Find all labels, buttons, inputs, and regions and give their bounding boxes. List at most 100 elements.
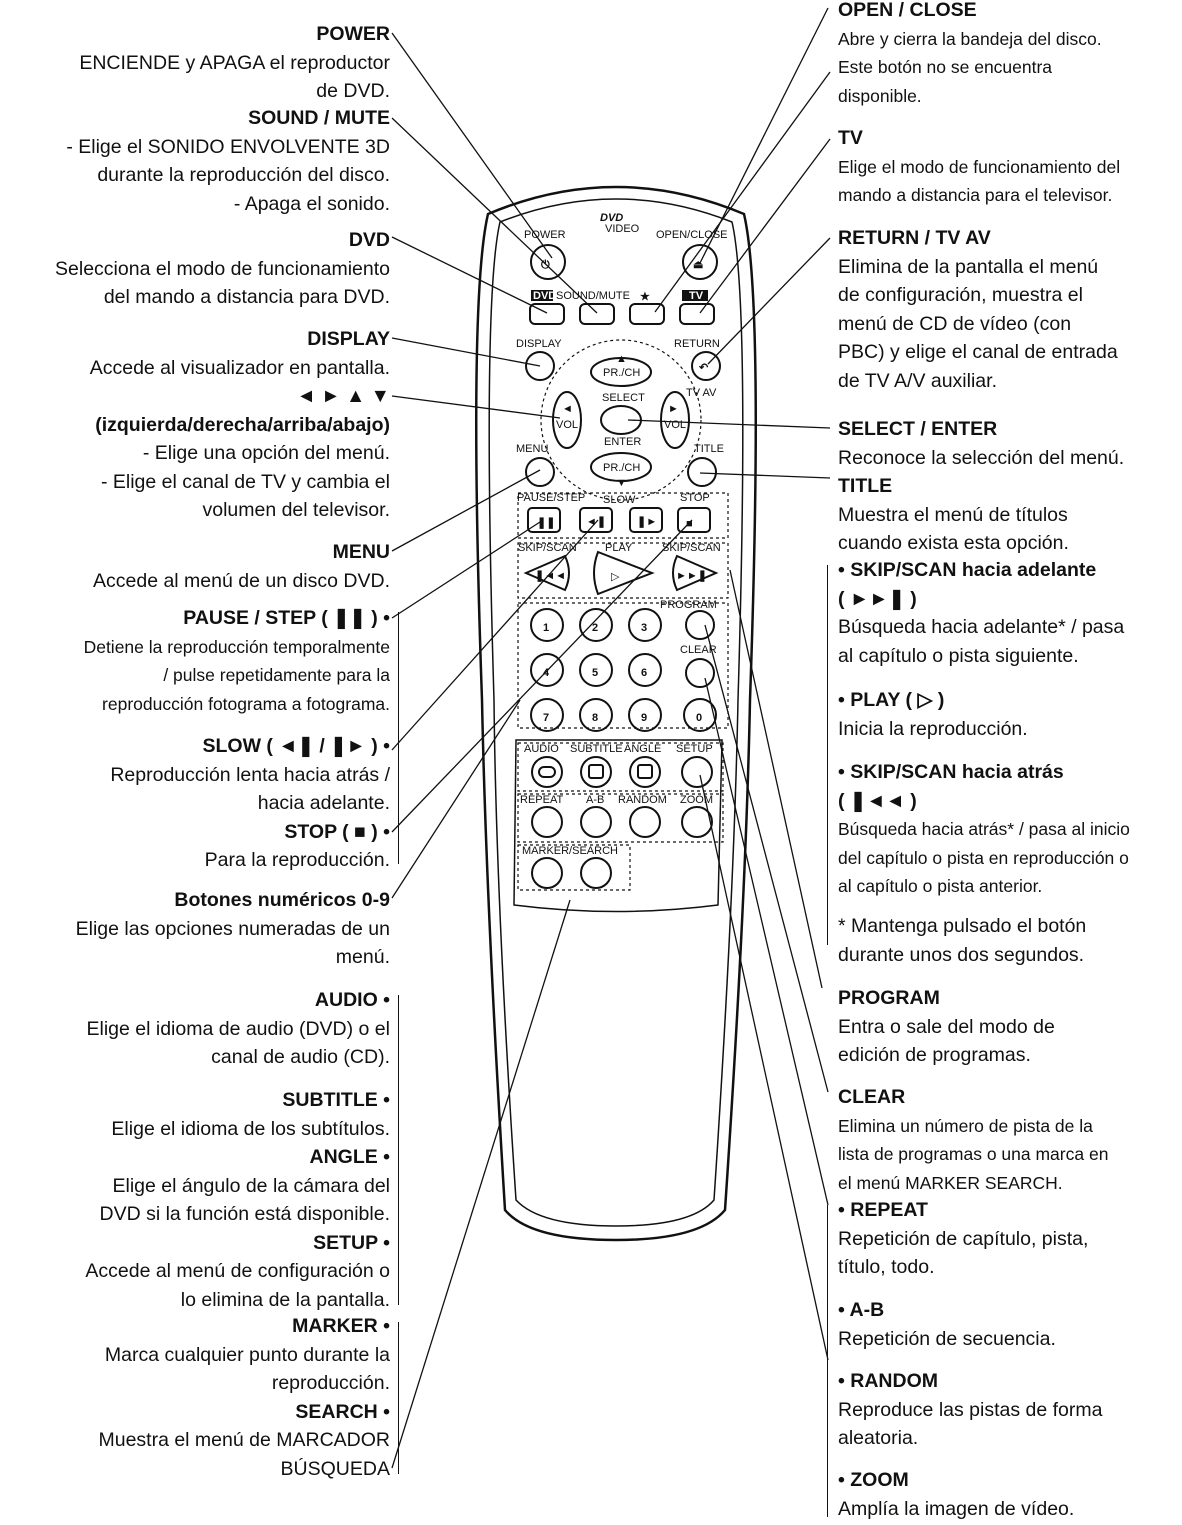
- annotation-line: disponible.: [838, 85, 922, 106]
- annotation-line: Elige el idioma de los subtítulos.: [111, 1117, 390, 1140]
- annotation-line: Elimina un número de pista de la: [838, 1115, 1093, 1136]
- slow-back-button[interactable]: [579, 507, 613, 533]
- left-button[interactable]: [552, 391, 582, 449]
- annotation-note: * Mantenga pulsado el botón durante unos…: [838, 912, 1086, 969]
- digit-9-button[interactable]: [628, 698, 662, 732]
- star-button[interactable]: [629, 303, 665, 325]
- annotation-line: Muestra el menú de títulos: [838, 503, 1068, 526]
- repeat-button[interactable]: [531, 806, 563, 838]
- annotation-line: - Elige una opción del menú.: [142, 442, 390, 464]
- digit-9-label: 9: [641, 712, 647, 724]
- annotation-line: Para la reproducción.: [204, 849, 390, 871]
- label-skip-back: SKIP/SCAN: [518, 542, 577, 554]
- annotation-line: Detiene la reproducción temporalmente: [83, 636, 390, 657]
- annotation-line: del mando a distancia para DVD.: [103, 286, 390, 308]
- lower-panel: [513, 739, 723, 913]
- digit-4-button[interactable]: [530, 653, 564, 687]
- digit-2-label: 2: [592, 622, 598, 634]
- display-button[interactable]: [525, 351, 555, 381]
- digit-6-button[interactable]: [628, 653, 662, 687]
- digit-5-button[interactable]: [579, 653, 613, 687]
- dvd-button[interactable]: [529, 303, 565, 325]
- digit-8-button[interactable]: [579, 698, 613, 732]
- annotation-title: AUDIO •: [314, 989, 390, 1011]
- a-b-button[interactable]: [580, 806, 612, 838]
- menu-button[interactable]: [525, 457, 555, 487]
- angle-button[interactable]: [629, 756, 661, 788]
- annotation-line: Marca cualquier punto durante la: [104, 1343, 390, 1366]
- annotation-a-b: • A-B Repetición de secuencia.: [838, 1296, 1056, 1353]
- leader-search: [391, 899, 571, 1469]
- label-random: RANDOM: [618, 794, 667, 806]
- open-close-button[interactable]: [682, 244, 718, 280]
- annotation-repeat: • REPEAT Repetición de capítulo, pista, …: [838, 1196, 1088, 1282]
- annotation-line: - Elige el SONIDO ENVOLVENTE 3D: [66, 135, 390, 158]
- skip-back-button[interactable]: [523, 554, 570, 592]
- digit-2-button[interactable]: [579, 608, 613, 642]
- digit-0-button[interactable]: [683, 698, 717, 732]
- label-clear: CLEAR: [680, 644, 717, 656]
- annotation-line: Inicia la reproducción.: [838, 717, 1028, 740]
- digit-1-button[interactable]: [530, 608, 564, 642]
- return-button[interactable]: [691, 351, 721, 381]
- label-prch-down: PR./CH: [603, 462, 640, 474]
- program-button[interactable]: [685, 610, 715, 640]
- skip-group: [517, 542, 729, 599]
- annotation-numeric: Botones numéricos 0-9 Elige las opciones…: [76, 886, 390, 972]
- label-vol-left: VOL: [556, 419, 578, 431]
- play-button[interactable]: [593, 550, 655, 596]
- annotation-line: durante unos dos segundos.: [838, 943, 1085, 966]
- label-a-b: A-B: [586, 794, 604, 806]
- setup-button[interactable]: [681, 756, 713, 788]
- label-marker-search: MARKER/SEARCH: [522, 845, 618, 857]
- annotation-line: / pulse repetidamente para la: [163, 665, 390, 685]
- label-enter: ENTER: [604, 436, 641, 448]
- select-enter-button[interactable]: [600, 405, 642, 435]
- digit-8-label: 8: [592, 712, 598, 724]
- random-button[interactable]: [629, 806, 661, 838]
- annotation-skip-forward: • SKIP/SCAN hacia adelante ( ►►❚ ) Búsqu…: [838, 556, 1124, 670]
- leader-star: [654, 71, 831, 313]
- annotation-sound-mute: SOUND / MUTE - Elige el SONIDO ENVOLVENT…: [66, 104, 390, 218]
- zoom-button[interactable]: [681, 806, 713, 838]
- digit-3-button[interactable]: [628, 608, 662, 642]
- subtitle-button[interactable]: [580, 756, 612, 788]
- title-button[interactable]: [687, 457, 717, 487]
- slow-back-icon: ◄❚: [586, 516, 606, 528]
- annotation-title: TV: [838, 127, 863, 149]
- down-button[interactable]: [590, 452, 652, 482]
- skip-forward-button[interactable]: [672, 554, 719, 592]
- label-sound-mute: SOUND/MUTE: [556, 290, 630, 302]
- clear-button[interactable]: [685, 658, 715, 688]
- audio-button[interactable]: [531, 756, 563, 788]
- numeric-buttons: [530, 608, 717, 732]
- right-button[interactable]: [660, 391, 690, 449]
- annotation-title: PAUSE / STEP ( ❚❚ ) •: [183, 607, 390, 629]
- annotation-line: mando a distancia para el televisor.: [838, 185, 1113, 205]
- slow-forward-button[interactable]: [629, 507, 663, 533]
- marker-button[interactable]: [531, 857, 563, 889]
- dvd-badge: [531, 290, 553, 301]
- bracket-repeat: [827, 1205, 828, 1517]
- subtitle-icon: [588, 764, 604, 779]
- annotation-power: POWER ENCIENDE y APAGA el reproductor de…: [79, 20, 390, 106]
- up-button[interactable]: [590, 357, 652, 387]
- digit-7-button[interactable]: [530, 698, 564, 732]
- label-select: SELECT: [602, 392, 645, 404]
- annotation-line: Búsqueda hacia adelante* / pasa: [838, 616, 1125, 638]
- annotation-title: (izquierda/derecha/arriba/abajo): [95, 413, 390, 436]
- search-button[interactable]: [580, 857, 612, 889]
- sound-mute-button[interactable]: [579, 303, 615, 325]
- stop-button[interactable]: [677, 507, 711, 533]
- tv-button[interactable]: [679, 303, 715, 325]
- pause-step-button[interactable]: [527, 507, 561, 533]
- annotation-line: aleatoria.: [838, 1427, 919, 1449]
- eject-icon: ⏏: [693, 259, 704, 271]
- annotation-zoom: • ZOOM Amplía la imagen de vídeo.: [838, 1466, 1074, 1523]
- pause-icon: ❚❚: [537, 517, 555, 529]
- annotation-marker: MARKER • Marca cualquier punto durante l…: [98, 1312, 390, 1483]
- label-tv-av: TV AV: [686, 387, 717, 399]
- power-button[interactable]: [530, 244, 566, 280]
- label-zoom: ZOOM: [680, 794, 713, 806]
